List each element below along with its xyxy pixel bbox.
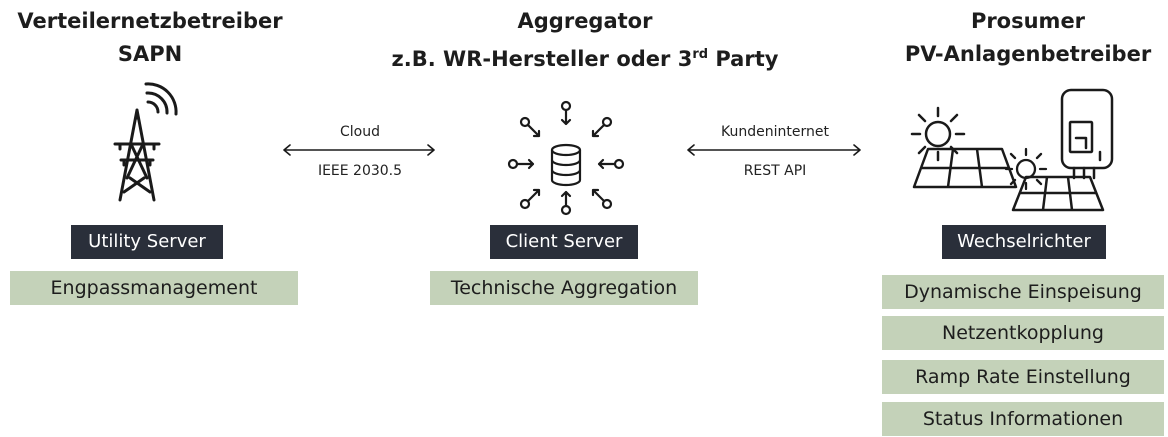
function-label: Ramp Rate Einstellung [882, 360, 1164, 394]
left-connection-label-top: Cloud [340, 124, 380, 140]
aggregator-title-prefix: z.B. WR-Hersteller oder 3 [391, 47, 693, 71]
left-connection-arrow [283, 144, 435, 156]
solar-panel-icon [1011, 175, 1105, 212]
aggregator-title-suffix: Party [708, 47, 779, 71]
database-hub-icon [507, 100, 625, 216]
function-label: Technische Aggregation [430, 271, 698, 305]
aggregator-title-sup: rd [692, 47, 709, 62]
aggregator-title-line2: z.B. WR-Hersteller oder 3rd Party [360, 38, 810, 76]
client-server-label: Client Server [490, 225, 638, 259]
solar-panel-icon [912, 147, 1018, 189]
inverter-icon [1060, 88, 1114, 180]
function-label: Dynamische Einspeisung [882, 275, 1164, 309]
prosumer-title-line1: Prosumer [970, 9, 1086, 33]
prosumer-title-line2: PV-Anlagenbetreiber [904, 42, 1152, 66]
prosumer-header: Prosumer PV-Anlagenbetreiber [888, 0, 1168, 71]
prosumer-title: Prosumer PV-Anlagenbetreiber [888, 5, 1168, 71]
aggregator-title-line1: Aggregator [517, 9, 653, 33]
utility-title: Verteilernetzbetreiber SAPN [0, 5, 300, 71]
right-connection-label-top: Kundeninternet [721, 124, 829, 140]
right-connection-arrow [687, 144, 861, 156]
utility-server-label: Utility Server [71, 225, 223, 259]
function-label: Engpassmanagement [10, 271, 298, 305]
aggregator-title: Aggregator z.B. WR-Hersteller oder 3rd P… [360, 5, 810, 76]
transmission-tower-icon [113, 82, 178, 202]
utility-title-line2: SAPN [117, 42, 183, 66]
aggregator-header: Aggregator z.B. WR-Hersteller oder 3rd P… [360, 0, 810, 76]
function-label: Netzentkopplung [882, 316, 1164, 350]
utility-title-line1: Verteilernetzbetreiber [17, 9, 283, 33]
inverter-label: Wechselrichter [942, 225, 1106, 259]
left-connection-label-bottom: IEEE 2030.5 [317, 163, 403, 179]
right-connection-label-bottom: REST API [743, 163, 807, 179]
utility-header: Verteilernetzbetreiber SAPN [0, 0, 300, 71]
function-label: Status Informationen [882, 402, 1164, 436]
